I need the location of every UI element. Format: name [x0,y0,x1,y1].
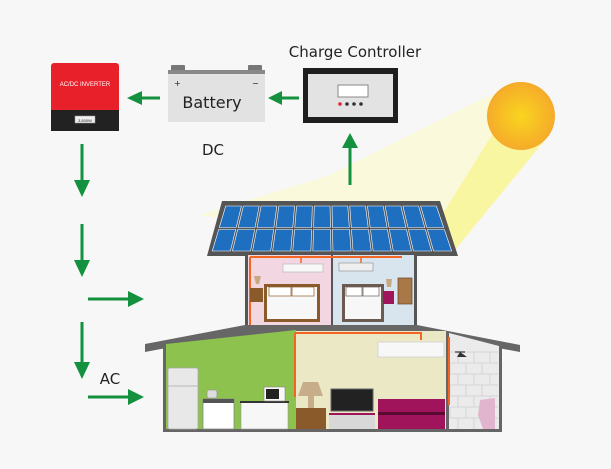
side-table-icon [296,408,326,429]
air-conditioner-icon [338,262,374,272]
air-conditioner-icon [282,263,324,273]
sofa-icon [378,399,445,429]
bed-icon [342,284,384,322]
charge-controller-title: Charge Controller [289,43,422,61]
solar-cell [408,229,432,252]
pot-icon [206,389,218,399]
solar-cell [426,229,453,252]
dc-label: DC [202,141,224,159]
solar-cell [232,229,256,252]
battery-minus: − [252,79,259,88]
arrow-controller-to-battery-icon [268,91,299,105]
inverter: AC/DC INVERTER 3,500W [51,63,119,131]
solar-cell [367,205,388,228]
solar-cell [237,205,260,228]
arrow-down-1-icon [74,144,90,197]
solar-cell [332,229,352,252]
air-conditioner-icon [377,341,445,358]
solar-cell [272,229,293,252]
solar-cell [402,205,426,228]
stove-icon [202,398,235,430]
solar-cell [384,205,407,228]
solar-cell [349,205,369,228]
battery-plus: + [174,79,181,88]
toilet-icon [478,398,495,429]
flow-arrows [74,91,358,405]
solar-cell [256,205,278,228]
lower-floor [163,330,502,432]
solar-cell [370,229,392,252]
nightstand-icon [250,288,263,302]
sun-beam [420,130,545,250]
solar-cell [313,205,331,228]
lamp-icon [386,279,392,287]
solar-cell [312,229,332,252]
arrow-down-3-icon [74,322,90,379]
shower-icon [455,351,467,357]
upper-floor [245,255,417,328]
bed-icon [264,284,320,322]
ac-label: AC [100,370,120,388]
solar-cell [275,205,295,228]
charge-controller [303,68,398,123]
solar-cell [294,205,313,228]
solar-panels [207,201,458,256]
solar-cell [420,205,445,228]
nightstand-icon [383,291,394,304]
counter-icon [240,401,289,430]
solar-cell [218,205,242,228]
battery-label: Battery [182,93,241,112]
arrow-right-1-icon [88,291,144,307]
solar-cell [292,229,312,252]
battery: + − Battery [168,65,265,122]
lamp-icon [298,382,323,396]
arrow-battery-to-inverter-icon [127,91,160,105]
solar-cell [211,229,237,252]
solar-cell [351,229,372,252]
arrow-right-2-icon [88,389,144,405]
solar-cell [252,229,274,252]
sun-icon [487,82,555,150]
solar-cell [389,229,412,252]
inverter-label: AC/DC INVERTER [60,82,111,88]
lamp-icon [254,276,261,284]
inverter-rating: 3,500W [78,118,92,123]
refrigerator-icon [167,367,199,430]
arrow-panels-to-controller-icon [342,133,358,185]
arrow-down-2-icon [74,224,90,277]
dresser-icon [397,277,413,305]
solar-cell [331,205,350,228]
television-icon [330,388,374,412]
tv-stand-icon [329,414,375,429]
